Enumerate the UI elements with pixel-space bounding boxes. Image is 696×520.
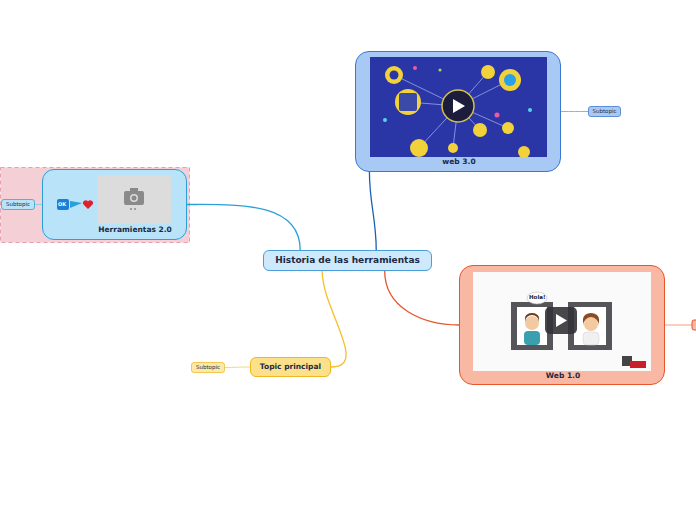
image-placeholder xyxy=(97,175,171,224)
branch-connector xyxy=(369,172,376,250)
dot xyxy=(528,108,532,112)
branch-connector xyxy=(35,204,42,205)
social-icon xyxy=(448,143,458,153)
topic-node: Subtopic xyxy=(588,106,621,117)
camera-icon xyxy=(130,188,138,192)
node-text: Herramientas 2.0 xyxy=(93,226,177,234)
node-text: web 3.0 xyxy=(356,158,562,166)
dot xyxy=(413,66,417,70)
person-body xyxy=(583,332,599,345)
topic-node: Herramientas 2.0 xyxy=(42,169,187,240)
heart-icon xyxy=(83,200,93,209)
dot xyxy=(383,118,387,122)
film-frame xyxy=(568,302,612,350)
network-lines xyxy=(394,72,510,148)
social-icon xyxy=(504,74,516,86)
social-icon xyxy=(518,146,530,158)
branch-connector xyxy=(322,271,346,367)
social-icon xyxy=(385,66,403,84)
leader-line xyxy=(665,325,692,326)
branch-connector xyxy=(385,271,459,325)
topic-node: Web 1.0 xyxy=(459,265,665,385)
node-text: Subtopic xyxy=(6,201,30,207)
film-frame xyxy=(517,307,547,345)
social-icon xyxy=(473,123,487,137)
person-head xyxy=(584,317,598,331)
dot xyxy=(495,113,500,118)
topic-node: Subtopic xyxy=(1,199,35,210)
topic-node: Historia de las herramientas xyxy=(263,250,432,271)
flag-icon xyxy=(70,201,82,208)
logo xyxy=(622,356,632,366)
branch-connector xyxy=(561,111,588,112)
social-icon xyxy=(390,71,399,80)
play-icon xyxy=(556,314,567,327)
thumbnail-bg xyxy=(370,57,547,157)
film-frame xyxy=(574,307,606,345)
camera-icon xyxy=(130,194,138,202)
logo xyxy=(630,361,646,368)
camera-icon xyxy=(124,191,144,205)
play-button xyxy=(545,307,577,334)
person-head xyxy=(525,316,539,330)
node-text: Subtopic xyxy=(196,364,220,370)
clipped-node xyxy=(692,320,696,330)
person-body xyxy=(524,331,540,345)
thumbnail-bg xyxy=(473,272,651,371)
person-hair xyxy=(583,313,599,326)
social-icon xyxy=(399,93,417,111)
branch-connector xyxy=(187,204,300,250)
node-text: Historia de las herramientas xyxy=(275,256,420,266)
offscreen-branch xyxy=(665,320,696,330)
person-hair xyxy=(525,313,539,322)
video-thumbnail-web3 xyxy=(370,57,547,158)
node-text: Topic principal xyxy=(260,363,321,371)
branch-connector xyxy=(225,367,250,369)
node-text: Subtopic xyxy=(592,108,616,114)
video-thumbnail-web1 xyxy=(473,272,651,371)
play-icon xyxy=(453,99,465,113)
social-icon xyxy=(410,139,428,157)
icon-set xyxy=(57,199,93,210)
play-button xyxy=(442,90,474,122)
topic-node: Topic principal xyxy=(250,357,331,377)
dot xyxy=(130,208,132,210)
dot xyxy=(439,69,442,72)
group-band xyxy=(1,168,190,243)
social-icon xyxy=(395,89,421,115)
social-icon xyxy=(499,69,521,91)
speech-bubble xyxy=(527,292,547,304)
placeholder-bg xyxy=(97,175,171,224)
camera-icon xyxy=(132,196,137,201)
film-frame xyxy=(511,302,553,350)
social-icon xyxy=(481,65,495,79)
image-text: Hola! xyxy=(529,295,546,301)
topic-node: web 3.0 xyxy=(355,51,561,172)
topic-node: Subtopic xyxy=(191,362,225,373)
ok-icon xyxy=(57,199,69,210)
node-text: Web 1.0 xyxy=(460,372,666,380)
dot xyxy=(134,208,136,210)
social-icon xyxy=(502,122,514,134)
image-text: OK xyxy=(58,202,66,207)
